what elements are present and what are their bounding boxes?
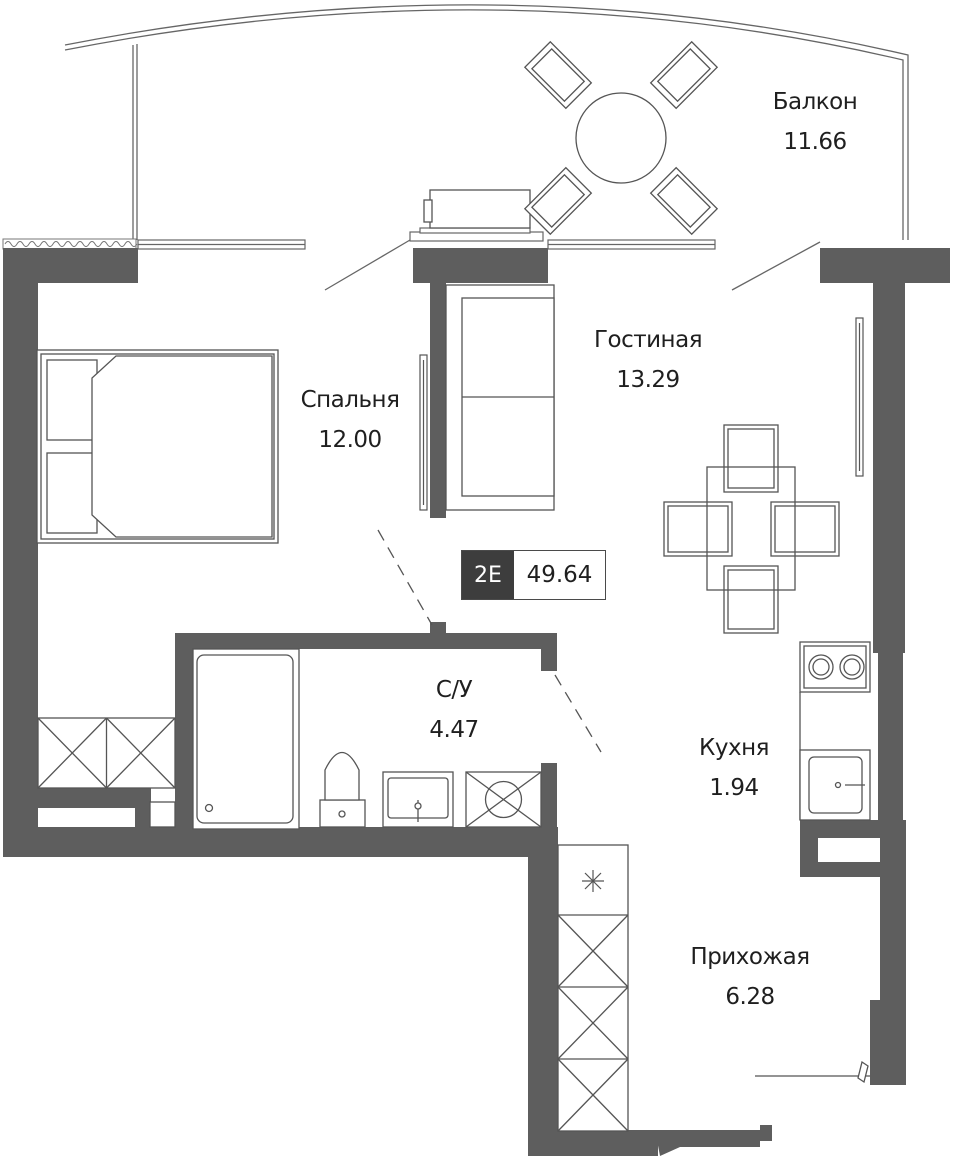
room-area: 11.66	[783, 129, 847, 155]
balcony-outline	[64, 4, 909, 240]
room-name: Спальня	[300, 387, 400, 413]
living-tv-icon	[855, 317, 864, 477]
hob-icon	[799, 641, 871, 693]
room-label-bathroom: С/У 4.47	[394, 670, 514, 750]
ac-unit-icon	[423, 189, 531, 229]
room-name: Кухня	[699, 735, 769, 761]
door-swings	[324, 239, 821, 291]
hallway-wardrobe-icon	[557, 844, 629, 1132]
sofa-icon	[445, 284, 555, 511]
dashed-door-swings	[377, 529, 602, 753]
kitchen-sink-icon	[799, 749, 871, 821]
balcony-table-icon	[523, 40, 719, 236]
room-area: 6.28	[725, 984, 775, 1010]
apartment-type: 2E	[462, 551, 514, 599]
room-name: С/У	[435, 677, 473, 703]
room-area: 13.29	[616, 367, 680, 393]
room-name: Балкон	[772, 89, 858, 115]
room-name: Гостиная	[593, 327, 703, 353]
apartment-badge: 2E 49.64	[461, 550, 606, 600]
room-area: 4.47	[429, 717, 479, 743]
room-area: 1.94	[709, 775, 759, 801]
room-label-hallway: Прихожая 6.28	[680, 937, 820, 1017]
toilet-icon	[319, 751, 366, 828]
washing-machine-icon	[465, 771, 542, 828]
entrance-door	[755, 1060, 870, 1084]
room-label-living: Гостиная 13.29	[578, 320, 718, 400]
room-label-balcony: Балкон 11.66	[755, 82, 875, 162]
bed-icon	[36, 349, 279, 544]
bedroom-tv-icon	[419, 354, 428, 511]
room-label-kitchen: Кухня 1.94	[674, 728, 794, 808]
ventilation-shaft-icon	[37, 717, 176, 828]
walls	[3, 248, 950, 1156]
dining-table-icon	[663, 424, 840, 634]
parapet-hatch	[2, 238, 138, 250]
room-area: 12.00	[318, 427, 382, 453]
room-label-bedroom: Спальня 12.00	[285, 380, 415, 460]
bathroom-sink-icon	[382, 771, 454, 828]
room-name: Прихожая	[690, 944, 810, 970]
windows	[137, 227, 716, 250]
total-area: 49.64	[526, 562, 593, 588]
bathtub-icon	[192, 648, 300, 830]
